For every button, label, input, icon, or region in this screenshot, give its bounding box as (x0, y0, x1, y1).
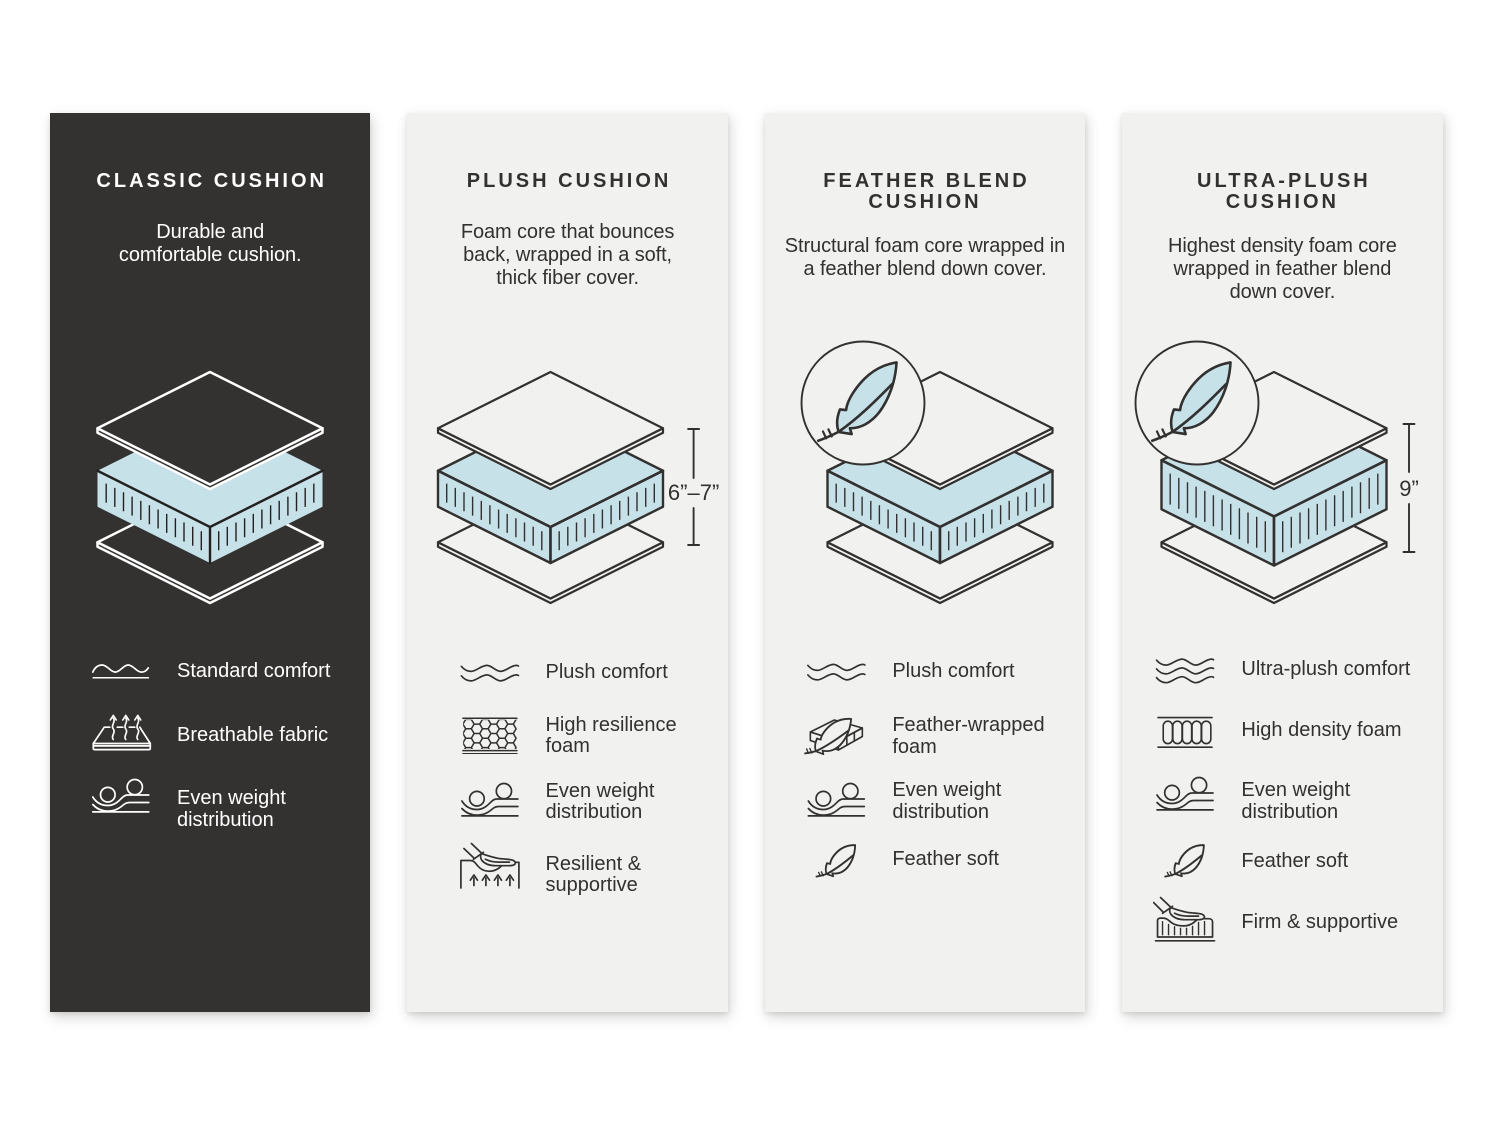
cushion-layers-diagram: 9” (1122, 330, 1442, 630)
top-cover-layer (437, 370, 665, 491)
feature-row: High resilience foam (458, 713, 677, 758)
feather-badge (1134, 340, 1260, 466)
even-weight-icon (1154, 776, 1216, 823)
card-title: PLUSH CUSHION (466, 169, 672, 192)
height-label: 6”–7” (668, 480, 719, 505)
feature-label: Resilient & supportive (545, 852, 642, 896)
feature-row: Even weight distribution (90, 778, 330, 831)
feature-list: Ultra-plush comfort High density foam (1153, 657, 1411, 942)
feature-row: Feather-wrapped foam (804, 714, 1045, 758)
height-label: 9” (1399, 476, 1419, 501)
cushion-diagram-svg (800, 340, 1054, 605)
even-weight-icon (458, 781, 520, 824)
feature-row: Ultra-plush comfort (1154, 657, 1411, 684)
even-weight-icon (805, 780, 867, 823)
feature-row: Even weight distribution (805, 779, 1044, 823)
feature-label: Feather soft (1241, 850, 1349, 872)
breathable-fabric-icon (90, 714, 152, 751)
feature-label: Feather-wrapped foam (892, 714, 1045, 758)
high-density-foam-icon (1154, 717, 1216, 749)
wave-double-icon (458, 662, 520, 684)
feather-wrapped-foam-icon (804, 715, 867, 758)
feather-badge (800, 340, 926, 466)
feature-label: Ultra-plush comfort (1241, 657, 1411, 680)
feature-row: Even weight distribution (458, 779, 676, 824)
cushion-diagram-svg: 6”–7” (437, 370, 720, 605)
feature-list: Standard comfort (90, 660, 331, 831)
card-title: ULTRA-PLUSH CUSHION (1197, 169, 1371, 213)
feature-row: Feather soft (1154, 843, 1410, 878)
feature-label: Feather soft (892, 847, 1000, 870)
feature-list: Plush comfort High resilience foam (458, 661, 677, 897)
feature-label: Even weight distribution (545, 779, 655, 823)
feature-row: Firm & supportive (1153, 896, 1410, 942)
feature-row: High density foam (1154, 717, 1410, 749)
feature-label: Firm & supportive (1241, 911, 1399, 933)
card-ultra-plush-cushion: ULTRA-PLUSH CUSHION Highest density foam… (1122, 113, 1443, 1012)
card-feather-blend-cushion: FEATHER BLEND CUSHION Structural foam co… (764, 113, 1086, 1012)
cushion-layers-diagram (765, 330, 1085, 630)
wave-double-icon (805, 661, 867, 683)
even-weight-icon (90, 778, 152, 831)
card-subtitle: Foam core that bounces back, wrapped in … (460, 220, 675, 289)
feature-label: Standard comfort (176, 660, 331, 682)
honeycomb-foam-icon (458, 715, 520, 758)
top-cover-layer (96, 370, 324, 491)
feature-label: High density foam (1241, 718, 1402, 741)
card-classic-cushion: CLASSIC CUSHION Durable and comfortable … (50, 113, 371, 1012)
feature-label: High resilience foam (545, 713, 677, 757)
feather-icon (1154, 843, 1216, 878)
card-subtitle: Structural foam core wrapped in a feathe… (784, 234, 1066, 280)
wave-triple-icon (1154, 658, 1216, 684)
card-title: FEATHER BLEND CUSHION (823, 169, 1030, 213)
resilient-supportive-icon (458, 842, 520, 897)
feature-row: Standard comfort (90, 660, 331, 683)
feature-row: Even weight distribution (1154, 776, 1410, 823)
height-indicator (1402, 423, 1416, 553)
feature-row: Plush comfort (458, 661, 676, 684)
feature-row: Resilient & supportive (458, 842, 676, 897)
feature-label: Plush comfort (892, 660, 1015, 682)
firm-supportive-icon (1153, 896, 1216, 942)
cushion-layers-diagram (50, 330, 370, 630)
height-indicator (687, 428, 701, 546)
card-subtitle: Highest density foam core wrapped in fea… (1168, 234, 1397, 303)
feature-label: Even weight distribution (892, 779, 1002, 823)
card-plush-cushion: PLUSH CUSHION Foam core that bounces bac… (407, 113, 728, 1012)
feature-label: Plush comfort (545, 661, 668, 683)
cushion-layers-diagram: 6”–7” (407, 330, 727, 630)
feature-label: Even weight distribution (176, 787, 286, 831)
feature-row: Plush comfort (805, 660, 1044, 683)
feature-row: Feather soft (805, 844, 1044, 878)
feather-icon (805, 844, 867, 878)
feature-list: Plush comfort Feather-wrapped foam (804, 660, 1045, 878)
card-title: CLASSIC CUSHION (96, 169, 327, 192)
cushion-diagram-svg (96, 370, 324, 605)
cushion-diagram-svg: 9” (1134, 340, 1419, 605)
feature-label: Breathable fabric (176, 724, 329, 746)
wave-single-icon (90, 661, 152, 683)
feature-row: Breathable fabric (90, 714, 330, 751)
card-subtitle: Durable and comfortable cushion. (118, 220, 302, 266)
feature-label: Even weight distribution (1241, 779, 1351, 823)
